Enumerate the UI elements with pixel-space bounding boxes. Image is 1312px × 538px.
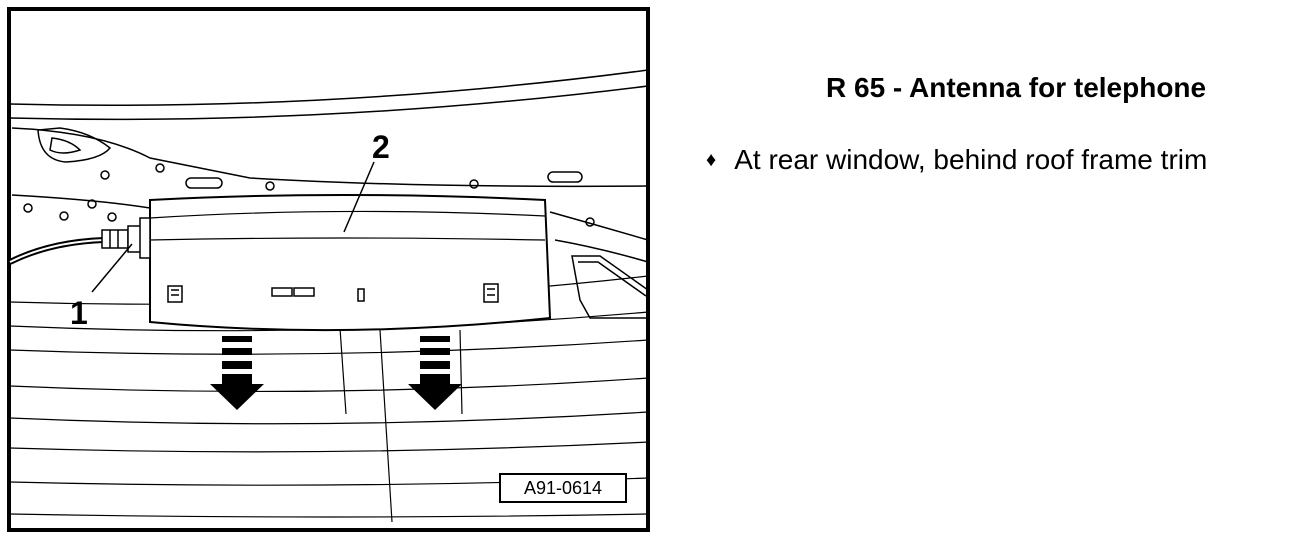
antenna-cable [8,237,105,265]
down-arrow-icon [408,336,462,410]
instruction-item: ♦ At rear window, behind roof frame trim [706,144,1207,176]
removal-arrows [210,336,462,410]
figure-id: A91-0614 [524,478,602,498]
page-heading: R 65 - Antenna for telephone [826,72,1207,103]
instruction-text: At rear window, behind roof frame trim [734,144,1208,175]
figure-id-box: A91-0614 [499,473,627,503]
antenna-illustration: 1 2 A91-0614 [7,7,650,532]
leader-lines [91,161,375,293]
diamond-bullet-icon: ♦ [706,148,717,171]
frame-details [23,127,649,319]
connector [101,225,143,253]
antenna-module [139,194,552,332]
roof-frame-lines [9,69,649,263]
callout-2: 2 [372,129,390,165]
down-arrow-icon [210,336,264,410]
callout-1: 1 [70,295,88,331]
